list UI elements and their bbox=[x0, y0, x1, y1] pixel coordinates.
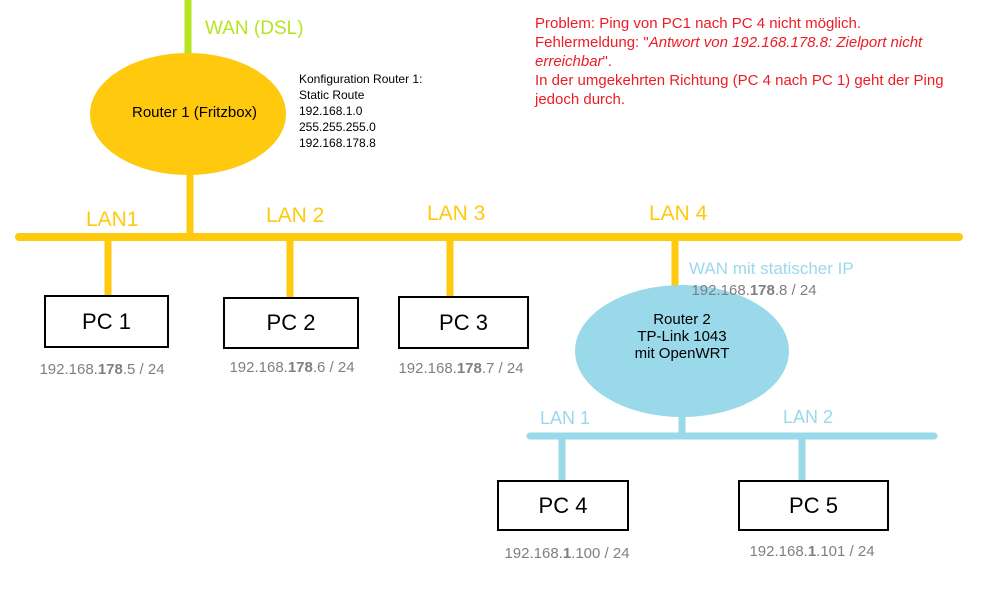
problem-line: Fehlermeldung: "Antwort von 192.168.178.… bbox=[535, 33, 975, 71]
pc4-ip: 192.168.1.100 / 24 bbox=[504, 545, 629, 562]
problem-note: Problem: Ping von PC1 nach PC 4 nicht mö… bbox=[535, 14, 975, 109]
config-line: Static Route bbox=[299, 88, 365, 102]
ip-subnet: 178 bbox=[749, 282, 775, 299]
ip-part: 192.168. bbox=[398, 360, 457, 377]
pc3-ip: 192.168.178.7 / 24 bbox=[398, 360, 523, 377]
ip-part: .6 / 24 bbox=[312, 359, 355, 376]
ip-part: 192.168. bbox=[39, 361, 98, 378]
error-suffix: ". bbox=[602, 53, 613, 70]
pc5-node: PC 5 bbox=[738, 480, 889, 531]
router2-lan1-label: LAN 1 bbox=[540, 408, 591, 428]
ip-subnet: 178 bbox=[287, 359, 313, 376]
pc5-ip: 192.168.1.101 / 24 bbox=[749, 543, 874, 560]
router2-label-line: TP-Link 1043 bbox=[637, 328, 727, 345]
lan1-port-label: LAN1 bbox=[86, 208, 139, 231]
router2-label-line: Router 2 bbox=[653, 311, 711, 328]
ip-subnet: 178 bbox=[456, 360, 482, 377]
ip-part: .100 / 24 bbox=[571, 545, 630, 562]
ip-part: .7 / 24 bbox=[481, 360, 524, 377]
ip-subnet: 1 bbox=[562, 545, 572, 562]
pc2-ip: 192.168.178.6 / 24 bbox=[229, 359, 354, 376]
router1-label: Router 1 (Fritzbox) bbox=[132, 104, 258, 121]
pc1-ip: 192.168.178.5 / 24 bbox=[39, 361, 164, 378]
pc4-node: PC 4 bbox=[497, 480, 629, 531]
router2-label-line: mit OpenWRT bbox=[634, 345, 730, 362]
error-message: Antwort von 192.168.178.8: Zielport nich… bbox=[535, 34, 923, 70]
problem-line: Problem: Ping von PC1 nach PC 4 nicht mö… bbox=[535, 15, 861, 32]
ip-part: 192.168. bbox=[229, 359, 288, 376]
config-line: 255.255.255.0 bbox=[299, 120, 376, 134]
lan2-port-label: LAN 2 bbox=[266, 204, 325, 227]
ip-subnet: 178 bbox=[97, 361, 123, 378]
router2-label: Router 2 TP-Link 1043 mit OpenWRT bbox=[635, 311, 730, 362]
lan3-port-label: LAN 3 bbox=[427, 202, 486, 225]
error-prefix: Fehlermeldung: " bbox=[535, 34, 649, 51]
router1-config: Konfiguration Router 1: Static Route 192… bbox=[299, 71, 422, 151]
pc3-node: PC 3 bbox=[398, 296, 529, 349]
config-line: Konfiguration Router 1: bbox=[299, 72, 423, 86]
ip-part: 192.168. bbox=[749, 543, 808, 560]
ip-part: 192.168. bbox=[691, 282, 750, 299]
lan4-port-label: LAN 4 bbox=[649, 202, 708, 225]
ip-part: .5 / 24 bbox=[122, 361, 165, 378]
router2-wan-ip: 192.168.178.8 / 24 bbox=[691, 282, 816, 299]
router1-node bbox=[90, 53, 286, 175]
pc1-node: PC 1 bbox=[44, 295, 169, 348]
ip-part: 192.168. bbox=[504, 545, 563, 562]
router2-wan-label: WAN mit statischer IP bbox=[689, 259, 854, 278]
wan-label: WAN (DSL) bbox=[205, 18, 304, 39]
router2-node bbox=[575, 285, 789, 417]
config-line: 192.168.178.8 bbox=[299, 136, 376, 150]
router2-lan2-label: LAN 2 bbox=[783, 407, 834, 427]
ip-subnet: 1 bbox=[807, 543, 817, 560]
pc2-node: PC 2 bbox=[223, 297, 359, 349]
problem-line: In der umgekehrten Richtung (PC 4 nach P… bbox=[535, 72, 944, 108]
ip-part: .101 / 24 bbox=[816, 543, 875, 560]
ip-part: .8 / 24 bbox=[774, 282, 817, 299]
config-line: 192.168.1.0 bbox=[299, 104, 363, 118]
